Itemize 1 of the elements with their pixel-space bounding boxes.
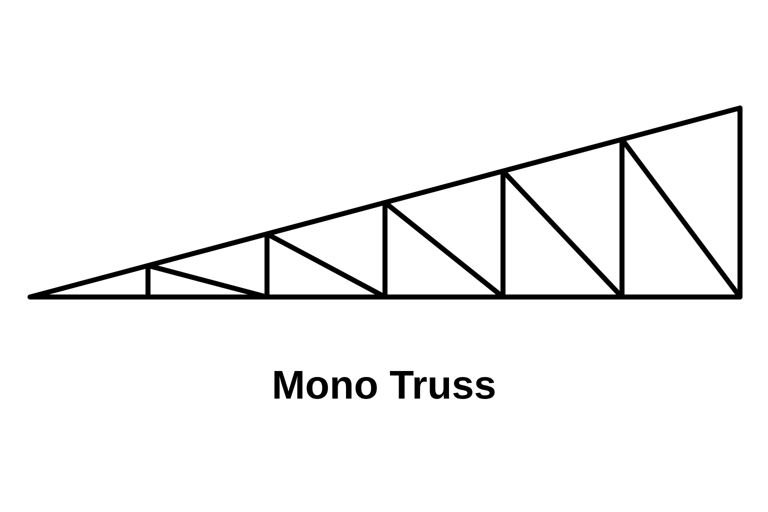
title: Mono Truss bbox=[274, 371, 495, 399]
